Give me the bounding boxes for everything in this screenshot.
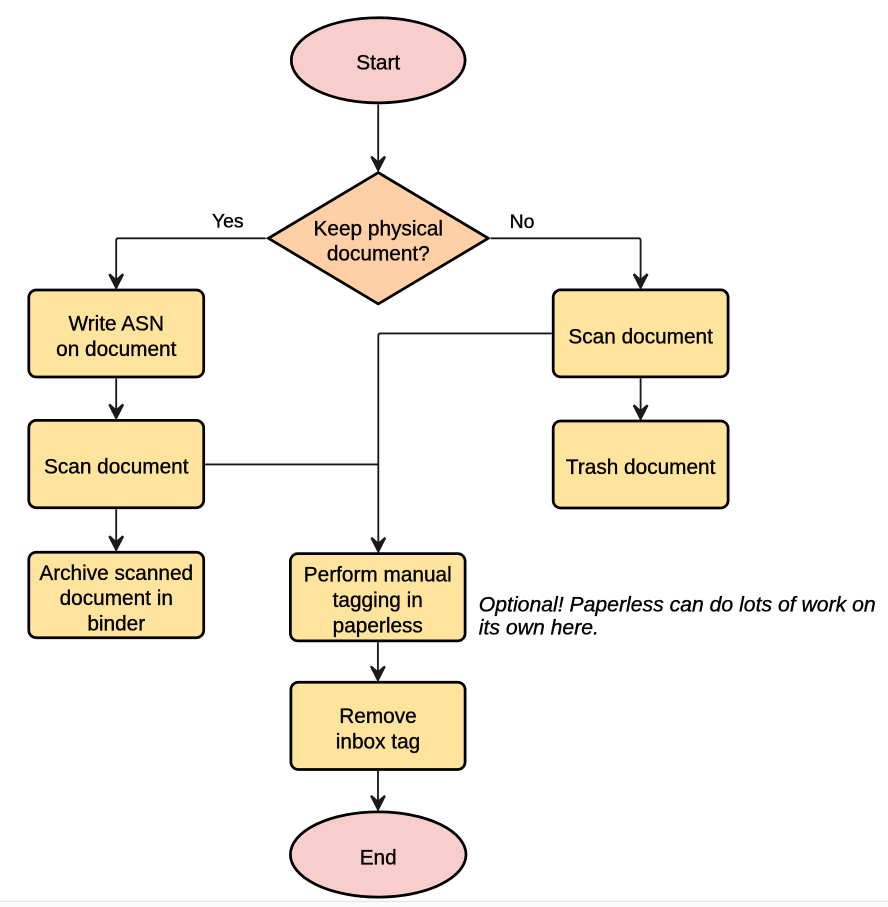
- svg-text:binder: binder: [87, 612, 145, 635]
- svg-text:document?: document?: [327, 243, 430, 266]
- svg-text:on document: on document: [56, 338, 176, 361]
- svg-text:Write ASN: Write ASN: [68, 313, 164, 336]
- svg-text:Remove: Remove: [339, 705, 416, 728]
- svg-text:inbox tag: inbox tag: [336, 731, 420, 754]
- svg-text:tagging in: tagging in: [333, 589, 423, 612]
- svg-text:No: No: [510, 211, 535, 233]
- svg-text:Perform manual: Perform manual: [304, 564, 452, 587]
- svg-text:Yes: Yes: [212, 211, 244, 233]
- svg-text:its own here.: its own here.: [479, 616, 599, 639]
- svg-text:Scan document: Scan document: [568, 325, 713, 348]
- svg-text:End: End: [360, 846, 397, 869]
- svg-text:Archive scanned: Archive scanned: [39, 562, 193, 585]
- svg-text:Start: Start: [356, 51, 400, 74]
- svg-text:Scan document: Scan document: [44, 455, 189, 478]
- svg-text:Keep physical: Keep physical: [314, 217, 443, 240]
- svg-text:Trash document: Trash document: [566, 456, 716, 479]
- svg-text:Optional! Paperless can do lot: Optional! Paperless can do lots of work …: [479, 593, 876, 616]
- svg-text:document in: document in: [60, 587, 173, 610]
- svg-text:paperless: paperless: [333, 615, 423, 638]
